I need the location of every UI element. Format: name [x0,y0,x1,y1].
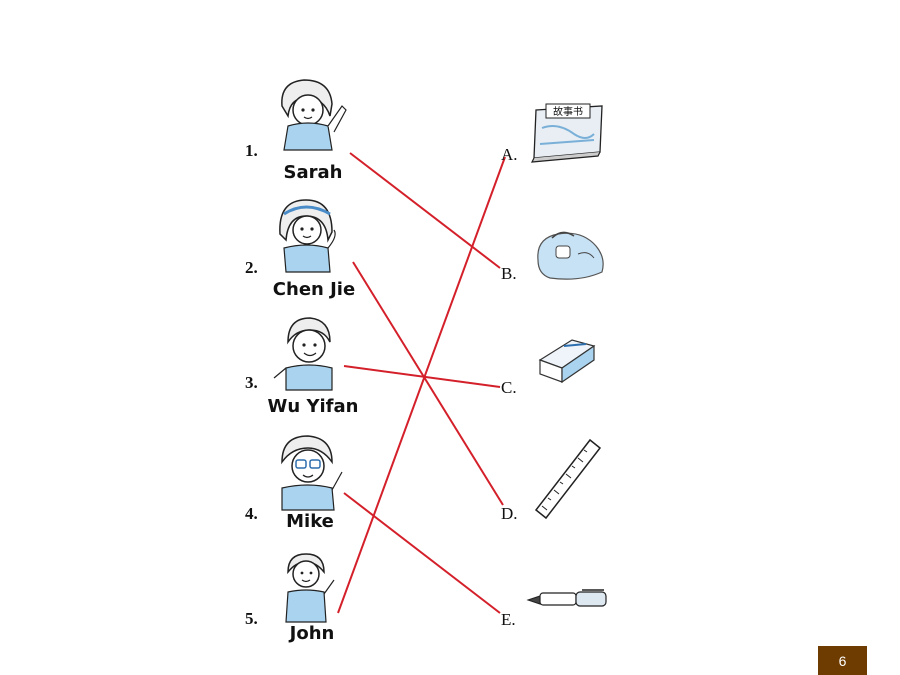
match-line-4-E [343,492,501,614]
pen-icon [526,589,607,607]
pencil-case-icon [537,231,604,280]
chen-jie-figure [279,199,336,273]
eraser-icon [538,339,596,384]
story-book-icon: 故事书 [530,103,603,163]
ruler-icon [534,438,602,520]
story-book-cover-text: 故事书 [553,105,583,118]
page-number-badge: 6 [818,646,867,675]
person-name-5: John [289,623,335,644]
match-line-1-B [349,152,501,269]
person-name-3: Wu Yifan [267,396,359,417]
person-name-2: Chen Jie [272,279,356,300]
match-line-3-C [343,365,501,388]
match-line-5-A [337,156,506,614]
person-number-5: 5. [245,609,258,628]
item-letter-c: C. [501,378,517,397]
john-figure [285,553,335,623]
person-number-2: 2. [245,258,258,277]
match-line-2-D [352,261,504,506]
person-name-1: Sarah [283,162,343,183]
sarah-figure [281,79,347,151]
person-number-1: 1. [245,141,258,160]
person-number-3: 3. [245,373,258,392]
person-name-4: Mike [286,511,334,532]
item-letter-b: B. [501,264,517,283]
item-letter-d: D. [501,504,518,523]
item-letter-e: E. [501,610,516,629]
item-letter-a: A. [501,145,518,164]
wu-yifan-figure [273,317,333,391]
mike-figure [281,435,343,511]
person-number-4: 4. [245,504,258,523]
